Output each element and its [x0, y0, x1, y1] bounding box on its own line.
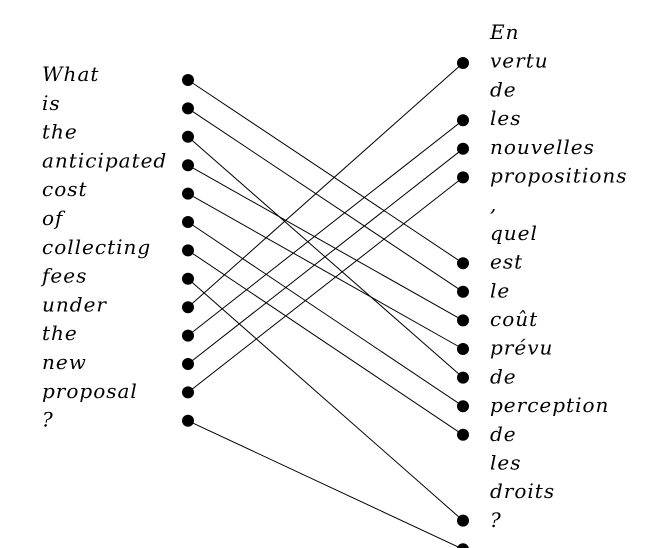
alignment-link-new-10	[187, 148, 464, 365]
target-word: propositions	[490, 164, 628, 188]
alignment-link-under-8	[187, 62, 464, 308]
source-word: under	[42, 292, 107, 316]
target-node-8	[457, 285, 469, 298]
source-node-11	[182, 386, 194, 399]
alignment-links	[187, 62, 464, 548]
target-node-4	[457, 171, 469, 184]
alignment-link-What-0	[187, 79, 464, 264]
target-word: coût	[490, 307, 538, 331]
target-word: les	[490, 106, 522, 130]
target-node-16	[457, 514, 469, 527]
source-word: the	[42, 120, 78, 144]
alignment-link-proposal-11	[187, 177, 464, 393]
source-word: collecting	[42, 235, 151, 259]
target-word: ?	[490, 508, 502, 532]
alignment-link-anticipated-3	[187, 164, 464, 321]
alignment-link-the-2	[187, 136, 464, 378]
source-word: of	[42, 206, 66, 230]
target-node-0	[457, 57, 469, 69]
source-node-7	[182, 272, 194, 285]
target-word: est	[490, 250, 523, 274]
alignment-link-q-12	[187, 420, 462, 548]
target-node-7	[457, 257, 469, 270]
alignment-link-of-5	[187, 221, 464, 407]
source-node-3	[182, 159, 194, 172]
target-node-17	[457, 543, 469, 548]
target-word: vertu	[490, 49, 549, 73]
target-word: prévu	[490, 336, 553, 360]
target-word: droits	[490, 479, 555, 503]
target-word: ,	[490, 192, 497, 216]
target-node-2	[457, 114, 469, 127]
source-word: ?	[42, 408, 54, 432]
target-word: de	[490, 77, 517, 101]
source-node-0	[182, 74, 194, 86]
source-node-4	[182, 187, 194, 200]
target-node-11	[457, 371, 469, 384]
source-sentence: What is the anticipated cost of collecting fees…	[40, 62, 167, 432]
source-word: fees	[40, 264, 87, 288]
source-word: is	[42, 91, 61, 115]
source-word: cost	[42, 177, 88, 201]
source-word: new	[42, 350, 87, 374]
source-word: What	[42, 62, 99, 86]
target-node-10	[457, 343, 469, 355]
target-node-13	[457, 428, 469, 441]
target-word: le	[490, 278, 510, 302]
source-node-5	[182, 216, 194, 228]
target-word: de	[490, 364, 517, 388]
source-word: proposal	[42, 379, 138, 403]
target-node-9	[457, 314, 469, 327]
alignment-link-cost-4	[187, 193, 464, 350]
target-word: les	[490, 451, 522, 475]
target-sentence: En vertu de les nouvelles propositions, quel es…	[489, 20, 628, 532]
source-node-2	[182, 130, 194, 143]
target-nodes	[457, 57, 469, 548]
source-word: anticipated	[42, 148, 167, 172]
source-node-1	[182, 102, 194, 115]
source-node-9	[182, 329, 194, 342]
source-node-8	[182, 301, 194, 314]
alignment-link-the-9	[187, 119, 464, 336]
target-node-12	[457, 400, 469, 413]
alignment-link-collecting-6	[187, 249, 464, 436]
source-node-10	[182, 358, 194, 370]
source-node-6	[182, 244, 194, 257]
source-node-12	[182, 414, 194, 427]
target-word: quel	[490, 221, 538, 245]
target-word: nouvelles	[490, 135, 595, 159]
target-word: En	[489, 20, 519, 44]
alignment-link-is-1	[187, 107, 464, 293]
source-word: the	[42, 321, 78, 345]
source-nodes	[182, 74, 194, 427]
target-word: de	[490, 422, 517, 446]
alignment-link-fees-7	[187, 278, 464, 521]
target-word: perception	[490, 393, 609, 417]
target-node-3	[457, 142, 469, 155]
